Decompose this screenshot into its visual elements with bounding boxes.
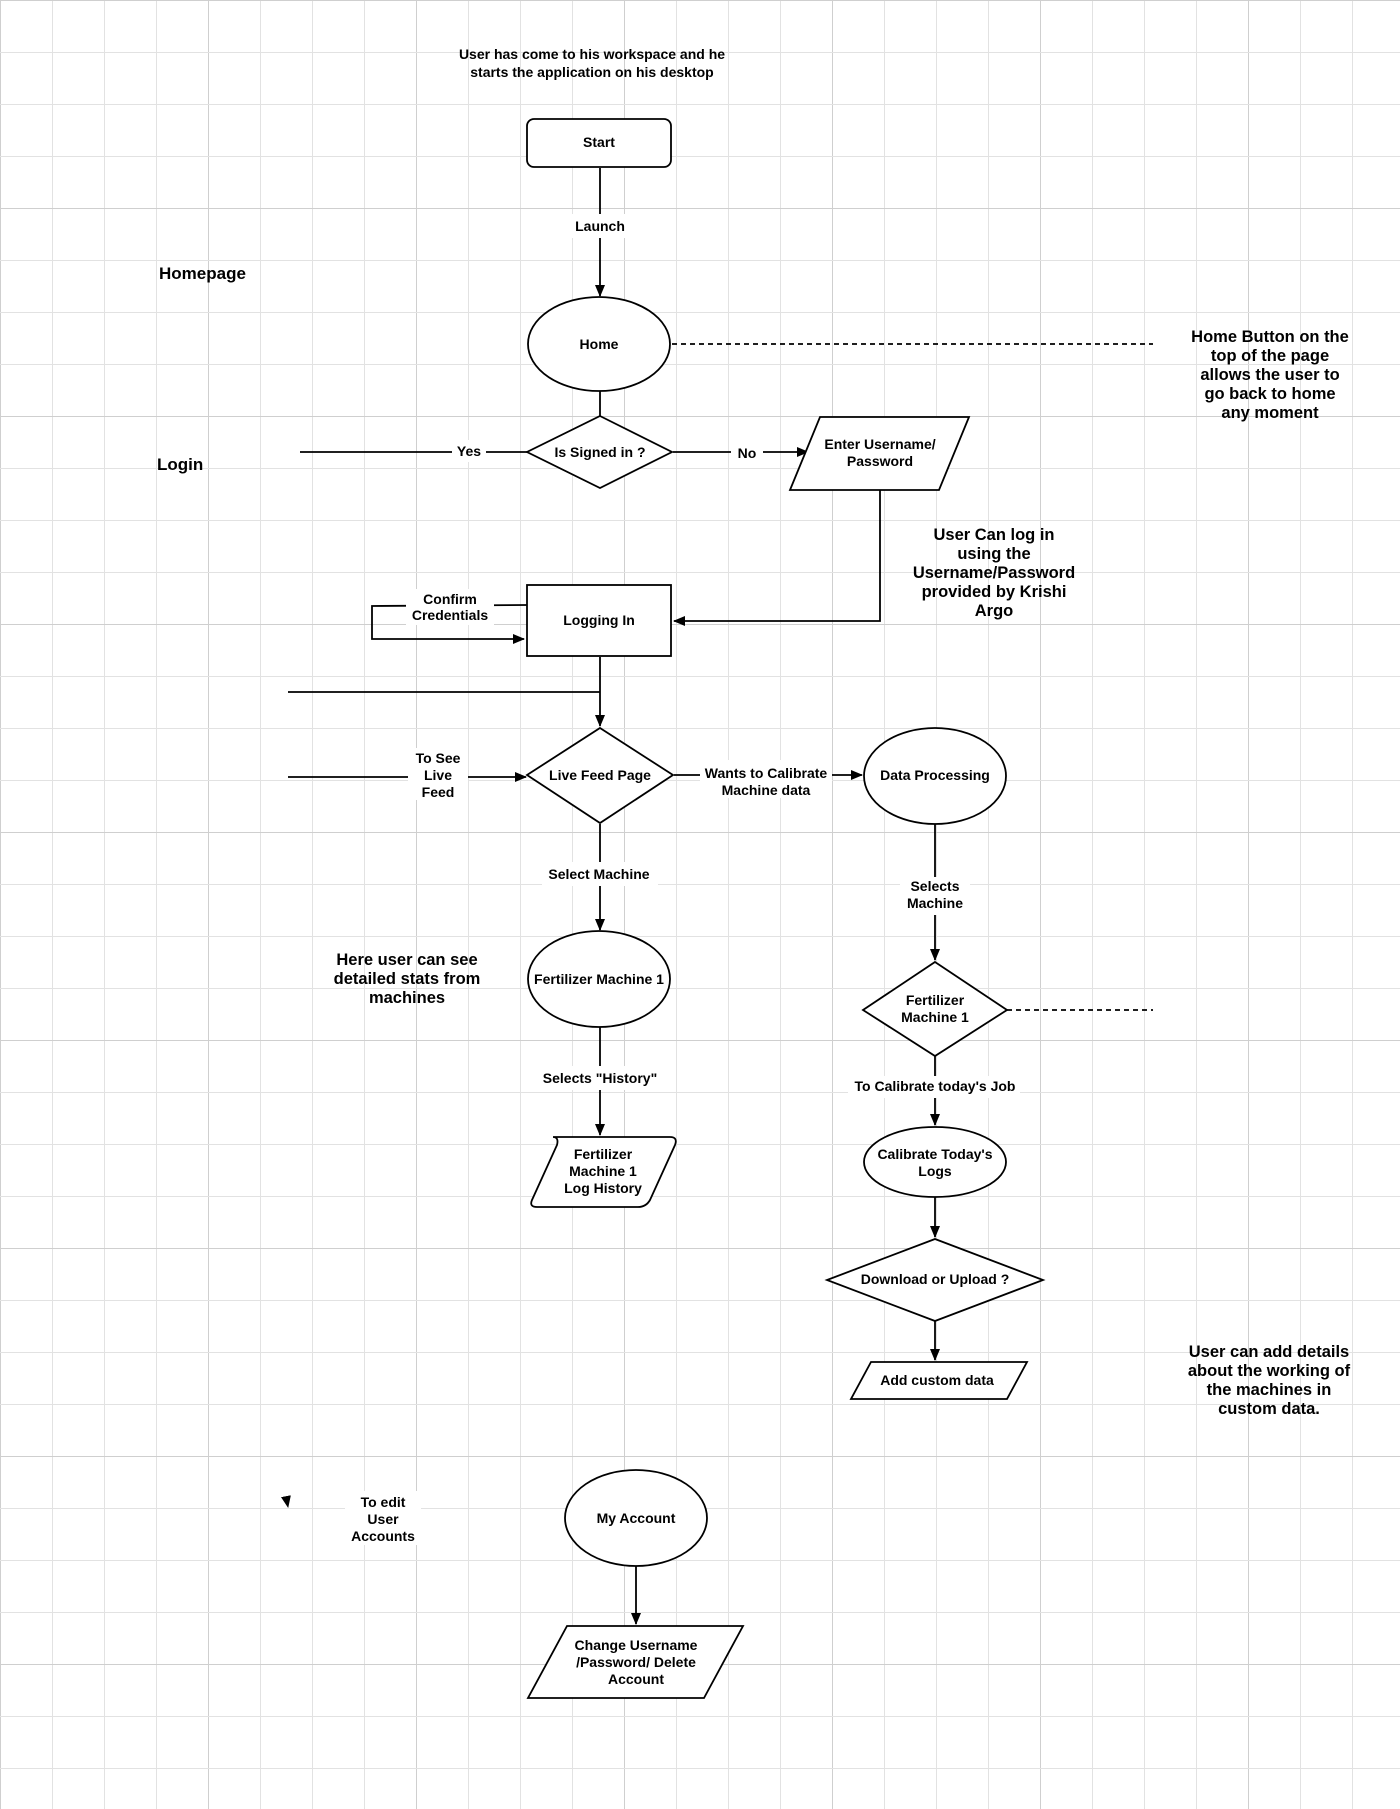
live-feed-decision	[525, 726, 675, 825]
home-button-note-line-1: Home Button on the	[1191, 328, 1349, 346]
calibrate-logs-line-1: Calibrate Today's	[877, 1146, 992, 1162]
no-label: No	[738, 445, 757, 461]
wants-to-calibrate-line-1: Wants to Calibrate	[705, 765, 828, 781]
calibrate-logs-node	[863, 1126, 1007, 1198]
home-button-note-line-5: any moment	[1221, 404, 1319, 422]
fertilizer-machine-decision-line-2: Machine 1	[901, 1009, 969, 1025]
login-note-line-1: User Can log in	[933, 526, 1054, 544]
to-edit-accounts-line-2: User	[367, 1511, 399, 1527]
confirm-credentials-line-1: Confirm	[423, 591, 477, 607]
custom-data-note-line-1: User can add details	[1189, 1343, 1349, 1361]
data-processing-label: Data Processing	[880, 767, 990, 783]
nodes: Start Home Is Signed in ? Enter Username…	[524, 118, 1046, 1699]
edge-enter-logging	[673, 490, 881, 626]
home-button-note-line-2: top of the page	[1211, 347, 1329, 365]
fertilizer-machine-decision-line-1: Fertilizer	[906, 992, 965, 1008]
enter-credentials-line-2: Password	[847, 453, 913, 469]
download-upload-label: Download or Upload ?	[861, 1271, 1010, 1287]
to-see-live-feed-line-1: To See	[416, 750, 461, 766]
fertilizer-machine-decision	[861, 960, 1009, 1058]
launch-label: Launch	[575, 218, 625, 234]
selects-history-label: Selects "History"	[543, 1070, 657, 1086]
fertilizer-machine-label: Fertilizer Machine 1	[534, 971, 664, 987]
edges	[288, 168, 1153, 1625]
notes: User has come to his workspace and he st…	[157, 46, 1351, 1418]
logging-in-label: Logging In	[563, 612, 635, 628]
login-note-line-2: using the	[957, 545, 1030, 563]
change-account-node	[526, 1625, 745, 1699]
change-account-line-2: /Password/ Delete	[576, 1654, 696, 1670]
enter-credentials-node	[788, 416, 971, 491]
confirm-credentials-line-2: Credentials	[412, 607, 488, 623]
live-feed-label: Live Feed Page	[549, 767, 651, 783]
log-history-node	[530, 1136, 677, 1208]
data-processing-node	[863, 727, 1007, 825]
to-see-live-feed-line-3: Feed	[422, 784, 455, 800]
start-label: Start	[583, 134, 615, 150]
home-button-note-line-3: allows the user to	[1200, 366, 1339, 384]
login-note-line-5: Argo	[975, 602, 1014, 620]
intro-line-2: starts the application on his desktop	[470, 64, 713, 80]
login-section-label: Login	[157, 455, 203, 474]
to-see-live-feed-line-2: Live	[424, 767, 452, 783]
selects-machine-line-2: Machine	[907, 895, 963, 911]
login-note-line-3: Username/Password	[913, 564, 1075, 582]
fertilizer-machine-node	[527, 930, 671, 1028]
stats-note-line-1: Here user can see	[336, 951, 477, 969]
to-edit-accounts-line-1: To edit	[361, 1494, 406, 1510]
add-custom-data-label: Add custom data	[880, 1372, 994, 1388]
my-account-node	[564, 1469, 708, 1567]
home-button-note-line-4: go back to home	[1204, 385, 1335, 403]
yes-label: Yes	[457, 443, 481, 459]
log-history-line-2: Machine 1	[569, 1163, 637, 1179]
home-node	[527, 296, 671, 392]
log-history-line-1: Fertilizer	[574, 1146, 633, 1162]
home-label: Home	[580, 336, 619, 352]
my-account-label: My Account	[597, 1510, 676, 1526]
add-custom-data-node	[849, 1361, 1029, 1400]
is-signed-in-label: Is Signed in ?	[554, 444, 645, 460]
to-edit-accounts-line-3: Accounts	[351, 1528, 415, 1544]
enter-credentials-line-1: Enter Username/	[824, 436, 935, 452]
custom-data-note-line-4: custom data.	[1218, 1400, 1320, 1418]
stats-note-line-3: machines	[369, 989, 445, 1007]
stats-note-line-2: detailed stats from	[334, 970, 481, 988]
change-account-line-3: Account	[608, 1671, 664, 1687]
to-calibrate-job-label: To Calibrate today's Job	[855, 1078, 1016, 1094]
select-machine-label: Select Machine	[548, 866, 649, 882]
change-account-line-1: Change Username	[575, 1637, 698, 1653]
start-node	[526, 118, 672, 168]
is-signed-in-decision	[524, 414, 675, 490]
custom-data-note-line-3: the machines in	[1207, 1381, 1332, 1399]
logging-in-node	[526, 584, 672, 657]
calibrate-logs-line-2: Logs	[918, 1163, 952, 1179]
selects-machine-line-1: Selects	[910, 878, 959, 894]
wants-to-calibrate-line-2: Machine data	[722, 782, 811, 798]
edge-labels: Launch Yes No Confirm Credentials To See…	[345, 214, 1020, 1545]
custom-data-note-line-2: about the working of	[1188, 1362, 1351, 1380]
login-note-line-4: provided by Krishi	[922, 583, 1067, 601]
log-history-line-3: Log History	[564, 1180, 642, 1196]
intro-line-1: User has come to his workspace and he	[459, 46, 725, 62]
download-upload-decision	[824, 1238, 1046, 1322]
homepage-section-label: Homepage	[159, 264, 246, 283]
